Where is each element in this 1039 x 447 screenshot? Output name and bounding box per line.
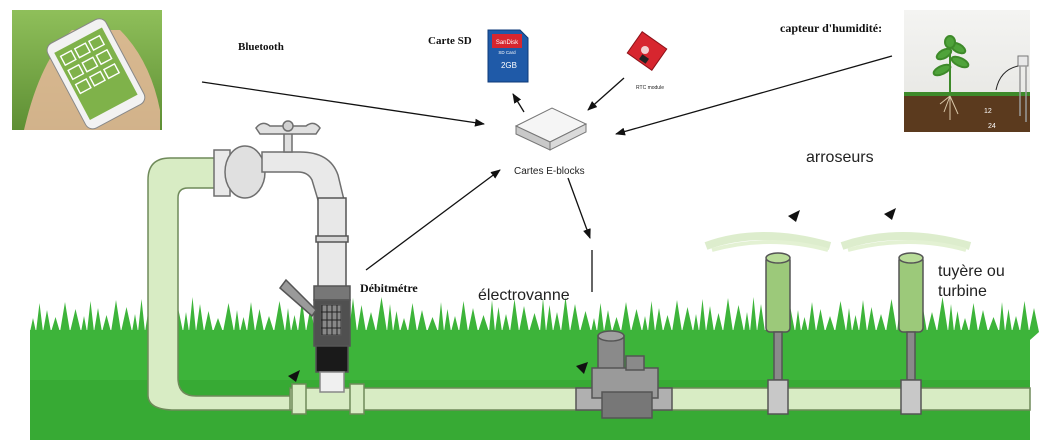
label-bluetooth: Bluetooth [238, 41, 284, 53]
sd-card-icon: SanDisk SD Card 2GB [487, 29, 529, 83]
grass-ground [30, 297, 1039, 440]
arrow-rtc-to-eblocks [587, 77, 625, 111]
eblocks-box [514, 107, 588, 151]
humidity-sensor-photo: 12 24 [904, 10, 1030, 132]
sensor-reading-b: 24 [988, 123, 996, 130]
rtc-label: RTC module [636, 85, 664, 91]
rtc-module-icon: RTC module [626, 31, 668, 91]
label-debitmetre: Débitmétre [360, 281, 418, 295]
flowmeter [278, 197, 351, 393]
label-tuyere-line1: tuyère ou [938, 263, 1005, 280]
smartphone-photo [12, 10, 162, 130]
flow-indicators [288, 208, 896, 382]
sd-capacity: 2GB [501, 61, 517, 70]
label-cartes-eblocks: Cartes E-blocks [514, 166, 585, 177]
sprinkler-1 [704, 232, 832, 415]
sd-brand: SanDisk [496, 40, 519, 46]
solenoid-valve [575, 250, 673, 419]
label-tuyere-line2: turbine [938, 283, 987, 300]
sprinkler-2 [840, 232, 972, 415]
sd-type: SD Card [498, 50, 516, 55]
label-electrovanne: électrovanne [478, 287, 570, 304]
tap-faucet [213, 120, 345, 201]
arrow-eblocks-to-electrovanne [567, 177, 591, 239]
arrow-eblocks-to-sd [512, 93, 525, 113]
connector-arrows [201, 55, 893, 271]
label-arroseurs: arroseurs [806, 149, 874, 166]
arrow-bluetooth-to-eblocks [201, 81, 485, 127]
arrow-debitmetre-to-eblocks [365, 169, 501, 271]
arrow-sensor-to-eblocks [615, 55, 893, 136]
sensor-reading-a: 12 [984, 108, 992, 115]
label-carte-sd: Carte SD [428, 35, 472, 47]
label-capteur-humidite: capteur d'humidité: [780, 21, 882, 35]
